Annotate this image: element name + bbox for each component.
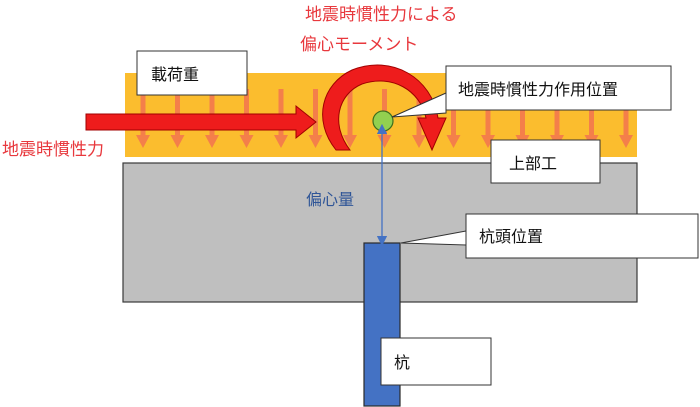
load-arrow — [515, 89, 530, 148]
pile-head-callout-box — [465, 213, 699, 259]
moment-title-line1: 地震時慣性力による — [305, 5, 458, 25]
load-arrow — [343, 89, 357, 148]
load-arrow — [481, 89, 495, 148]
load-arrow — [446, 89, 461, 148]
moment-title-line2: 偏心モーメント — [300, 35, 418, 55]
load-callout-box — [136, 50, 248, 96]
load-arrow — [550, 89, 564, 148]
eccentric-moment-arrow — [322, 64, 447, 152]
action-point-callout-box — [445, 65, 672, 111]
action-point-marker — [372, 110, 394, 132]
superstructure-label: 上部工 — [509, 154, 557, 173]
pile-label: 杭 — [394, 353, 410, 372]
inertia-force-arrow — [85, 104, 317, 140]
action-point-label: 地震時慣性力作用位置 — [458, 80, 618, 99]
superstructure-callout-box — [490, 139, 601, 184]
load-label: 載荷重 — [151, 65, 199, 84]
load-arrow — [619, 89, 633, 148]
load-arrow — [308, 89, 323, 148]
inertia-force-label: 地震時慣性力 — [2, 140, 104, 160]
load-arrow — [584, 89, 599, 148]
pile-head-label: 杭頭位置 — [479, 227, 543, 246]
eccentricity-label: 偏心量 — [306, 190, 354, 209]
pile-callout-box — [380, 337, 492, 386]
